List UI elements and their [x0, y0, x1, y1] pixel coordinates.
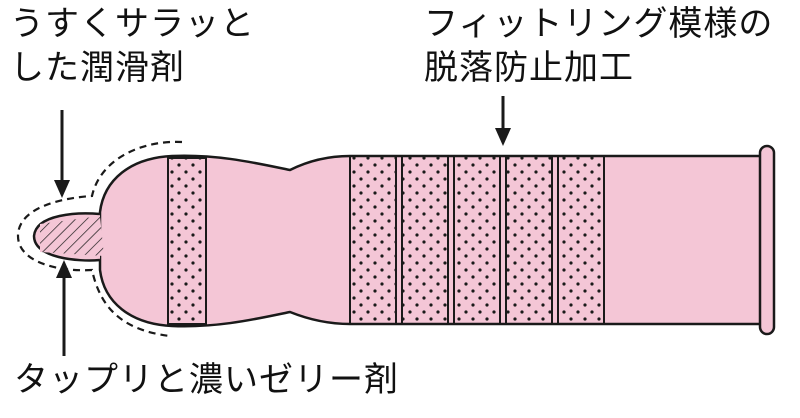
- lube-label: うすくサラッと した潤滑剤: [10, 2, 255, 90]
- dotted-band-4: [505, 155, 553, 325]
- lube-label-line1: うすくサラッと: [10, 4, 255, 44]
- dotted-band-3: [453, 155, 501, 325]
- dotted-band-2: [401, 155, 449, 325]
- fit-ring-label-line1: フィットリング模様の: [424, 4, 774, 44]
- jelly-hatch-area: [40, 216, 104, 256]
- jelly-dashed-outline: [16, 140, 183, 338]
- condom-rim: [758, 144, 776, 336]
- dotted-band-single: [167, 157, 207, 325]
- jelly-label: タップリと濃いゼリー剤: [14, 360, 399, 400]
- fit-ring-label: フィットリング模様の 脱落防止加工: [424, 2, 773, 90]
- fit-ring-label-line2: 脱落防止加工: [424, 48, 634, 88]
- lube-label-line2: した潤滑剤: [10, 48, 185, 88]
- arrow-fit-ring: [495, 96, 511, 146]
- arrow-jelly: [56, 260, 72, 356]
- dotted-band-5: [557, 155, 605, 325]
- arrow-lube: [54, 110, 70, 198]
- dotted-band-1: [349, 155, 397, 325]
